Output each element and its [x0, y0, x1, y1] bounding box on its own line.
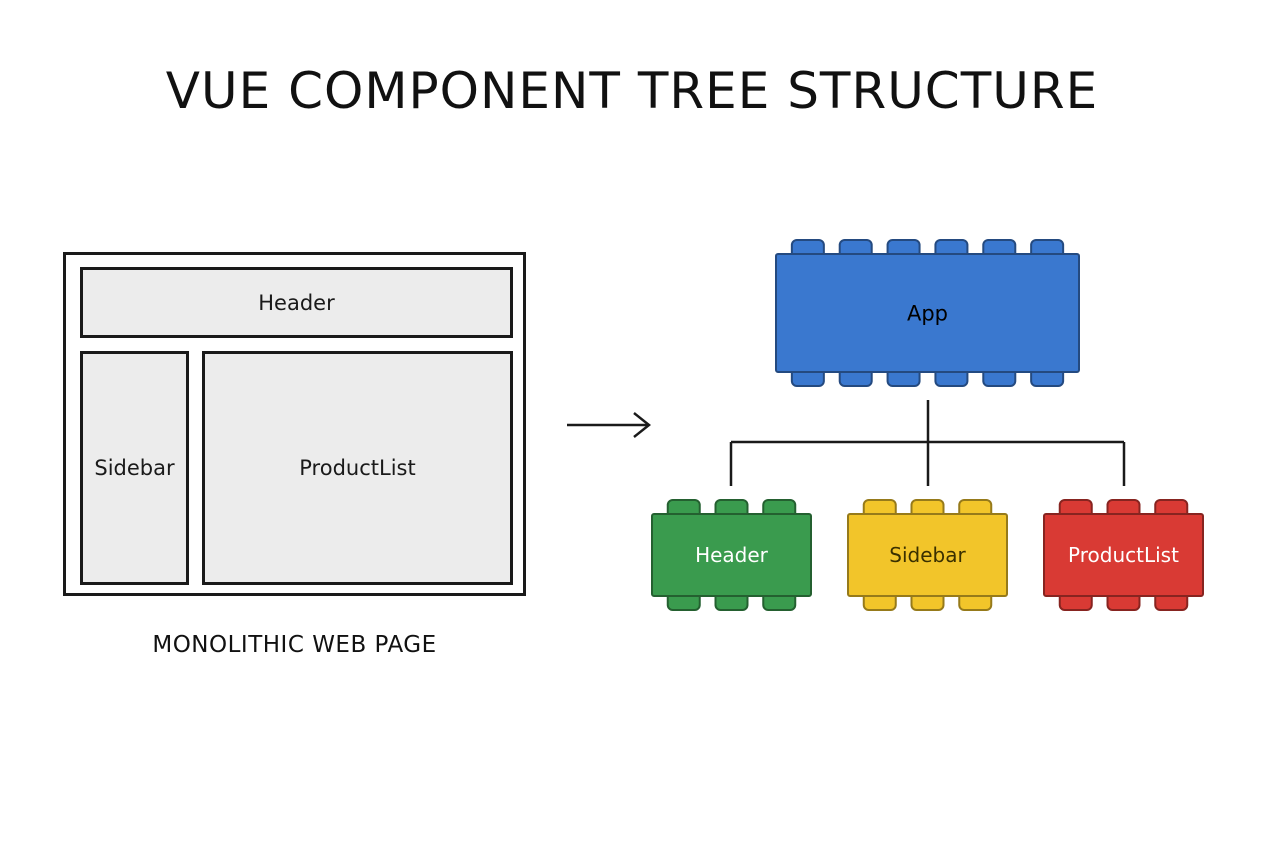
tree.children.1.label-body	[847, 513, 1008, 597]
monolith-sidebar-label: Sidebar	[94, 456, 175, 480]
tree.children.0.label-body	[651, 513, 812, 597]
tree.root.label-body	[775, 253, 1080, 373]
tree.children.2.label-label: ProductList	[1068, 543, 1179, 567]
monolith-caption: MONOLITHIC WEB PAGE	[152, 632, 437, 658]
monolith-header-region: Header	[80, 267, 513, 338]
monolithic-page-frame: Header Sidebar ProductList	[63, 252, 526, 596]
monolith-header-label: Header	[258, 290, 335, 315]
tree.children.1.label-label: Sidebar	[889, 543, 966, 567]
monolith-productlist-region: ProductList	[202, 351, 513, 585]
sidebar-component-block: Sidebar	[847, 499, 1008, 611]
monolith-sidebar-region: Sidebar	[80, 351, 189, 585]
tree.root.label-label: App	[907, 302, 948, 326]
tree.children.2.label-body	[1043, 513, 1204, 597]
tree.children.0.label-label: Header	[695, 543, 769, 567]
diagram-title: VUE COMPONENT TREE STRUCTURE	[165, 62, 1099, 120]
tree-connectors	[729, 400, 1126, 486]
app-component-block: App	[775, 239, 1080, 387]
header-component-block: Header	[651, 499, 812, 611]
monolith-productlist-label: ProductList	[299, 456, 416, 480]
productlist-component-block: ProductList	[1043, 499, 1204, 611]
transform-arrow	[567, 412, 652, 438]
